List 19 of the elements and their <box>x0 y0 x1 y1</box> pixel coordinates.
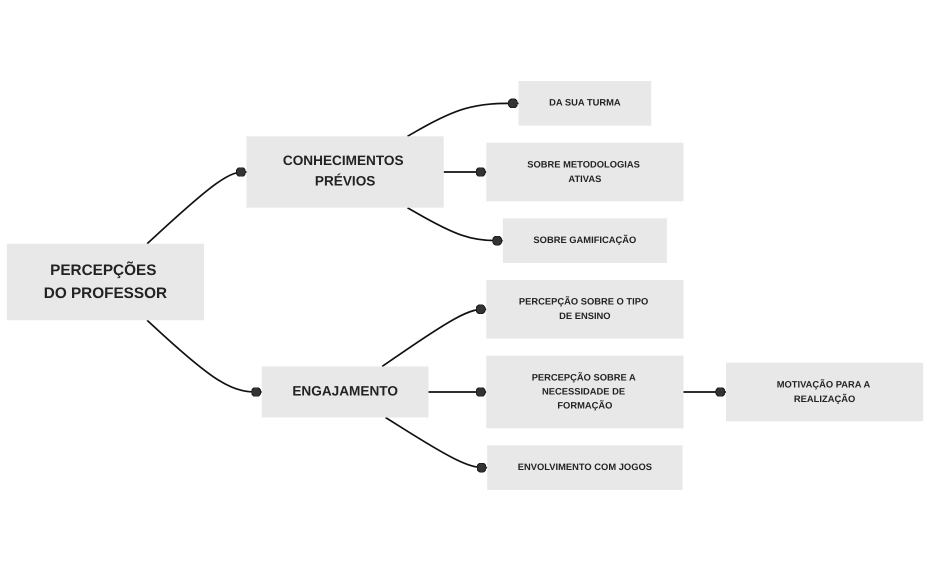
node-box: CONHECIMENTOS PRÉVIOS <box>246 136 444 208</box>
connector <box>683 386 726 398</box>
connector <box>146 166 247 244</box>
connector <box>444 166 486 178</box>
node-box: PERCEPÇÃO SOBRE A NECESSIDADE DE FORMAÇÃO <box>486 356 684 428</box>
node-box: PERCEPÇÃO SOBRE O TIPO DE ENSINO <box>486 280 684 339</box>
connector <box>407 206 503 246</box>
node-box: PERCEPÇÕES DO PROFESSOR <box>6 244 204 320</box>
connector <box>146 320 262 398</box>
node-box: ENVOLVIMENTO COM JOGOS <box>487 445 683 490</box>
connector <box>382 304 486 368</box>
node-box: MOTIVAÇÃO PARA A REALIZAÇÃO <box>726 362 924 422</box>
connector <box>428 386 486 398</box>
node-box: DA SUA TURMA <box>518 81 652 126</box>
connector <box>407 98 518 138</box>
node-box: SOBRE GAMIFICAÇÃO <box>502 218 667 263</box>
node-box: SOBRE METODOLOGIAS ATIVAS <box>486 142 684 202</box>
node-box: ENGAJAMENTO <box>262 366 429 418</box>
connector <box>385 416 488 473</box>
